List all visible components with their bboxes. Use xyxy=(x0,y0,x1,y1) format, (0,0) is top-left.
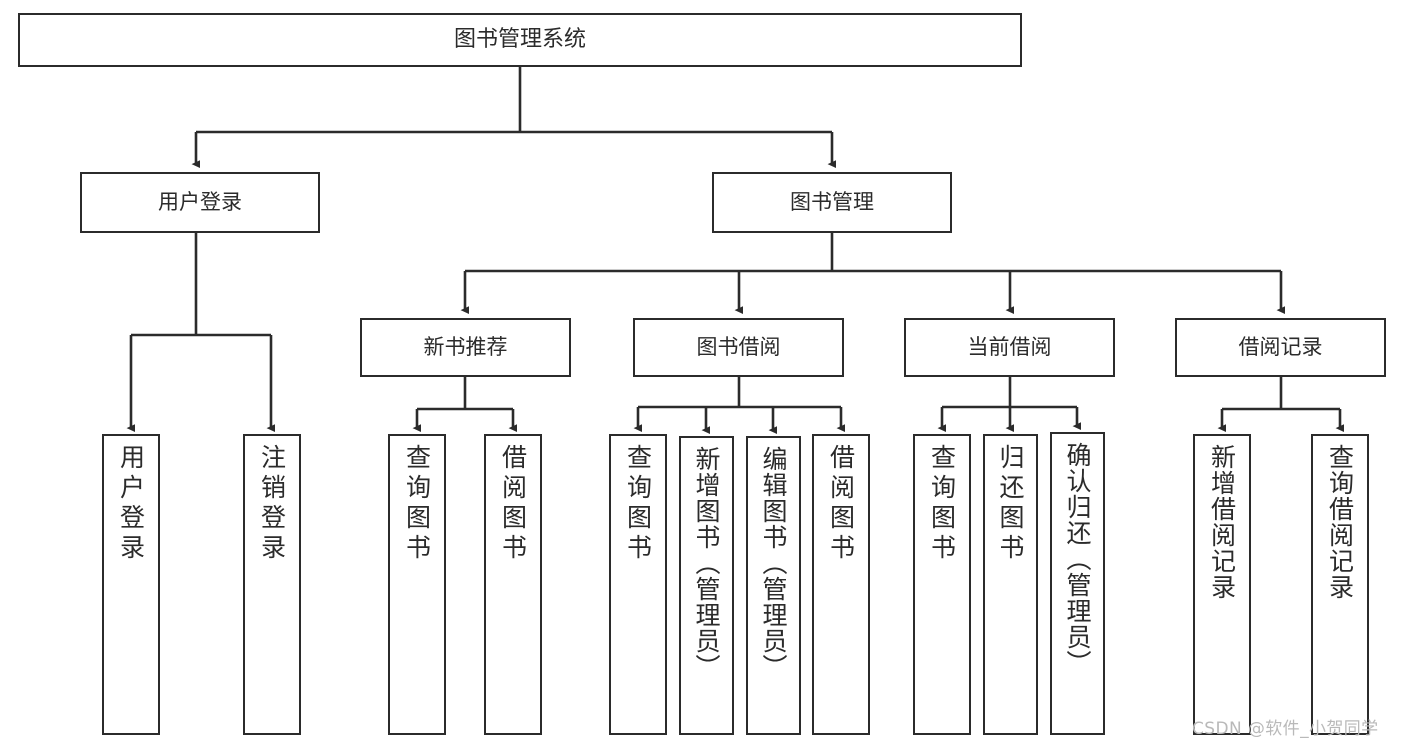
leaf-query-book-borrow[interactable]: 查询图书 xyxy=(609,434,667,735)
node-label: 当前借阅 xyxy=(967,335,1052,360)
node-label: 图书借阅 xyxy=(696,335,781,360)
node-label: 查询图书 xyxy=(927,444,957,564)
node-label: 查询借阅记录 xyxy=(1325,444,1355,600)
csdn-watermark: CSDN @软件_小贺同学 xyxy=(1192,719,1379,739)
node-book-borrow[interactable]: 图书借阅 xyxy=(633,318,844,377)
node-label: 确认归还（管理员） xyxy=(1063,442,1092,676)
leaf-logout-login[interactable]: 注销登录 xyxy=(243,434,301,735)
leaf-add-borrow-record[interactable]: 新增借阅记录 xyxy=(1193,434,1251,735)
node-new-book-recommend[interactable]: 新书推荐 xyxy=(360,318,571,377)
node-label: 注销登录 xyxy=(257,444,287,564)
node-label: 新增借阅记录 xyxy=(1207,444,1237,600)
leaf-query-book-recommend[interactable]: 查询图书 xyxy=(388,434,446,735)
node-label: 用户登录 xyxy=(158,190,242,215)
node-label: 借阅记录 xyxy=(1238,335,1323,360)
leaf-query-book-current[interactable]: 查询图书 xyxy=(913,434,971,735)
node-label: 新书推荐 xyxy=(423,335,508,360)
node-label: 查询图书 xyxy=(623,444,653,564)
node-current-borrow[interactable]: 当前借阅 xyxy=(904,318,1115,377)
node-label: 借阅图书 xyxy=(826,444,856,564)
leaf-query-borrow-record[interactable]: 查询借阅记录 xyxy=(1311,434,1369,735)
node-label: 编辑图书（管理员） xyxy=(759,446,788,680)
node-label: 新增图书（管理员） xyxy=(692,446,721,680)
node-root-book-management-system[interactable]: 图书管理系统 xyxy=(18,13,1022,67)
node-label: 图书管理系统 xyxy=(453,27,586,53)
leaf-edit-book-admin[interactable]: 编辑图书（管理员） xyxy=(746,436,801,735)
leaf-borrow-book-recommend[interactable]: 借阅图书 xyxy=(484,434,542,735)
leaf-user-login[interactable]: 用户登录 xyxy=(102,434,160,735)
node-label: 用户登录 xyxy=(116,444,146,564)
node-user-login[interactable]: 用户登录 xyxy=(80,172,320,233)
leaf-return-book[interactable]: 归还图书 xyxy=(983,434,1038,735)
leaf-borrow-book-borrow[interactable]: 借阅图书 xyxy=(812,434,870,735)
node-label: 查询图书 xyxy=(402,444,432,564)
node-label: 归还图书 xyxy=(996,444,1025,564)
node-book-management[interactable]: 图书管理 xyxy=(712,172,952,233)
node-label: 借阅图书 xyxy=(498,444,528,564)
node-borrow-record[interactable]: 借阅记录 xyxy=(1175,318,1386,377)
node-label: 图书管理 xyxy=(790,190,874,215)
leaf-add-book-admin[interactable]: 新增图书（管理员） xyxy=(679,436,734,735)
leaf-confirm-return-admin[interactable]: 确认归还（管理员） xyxy=(1050,432,1105,735)
